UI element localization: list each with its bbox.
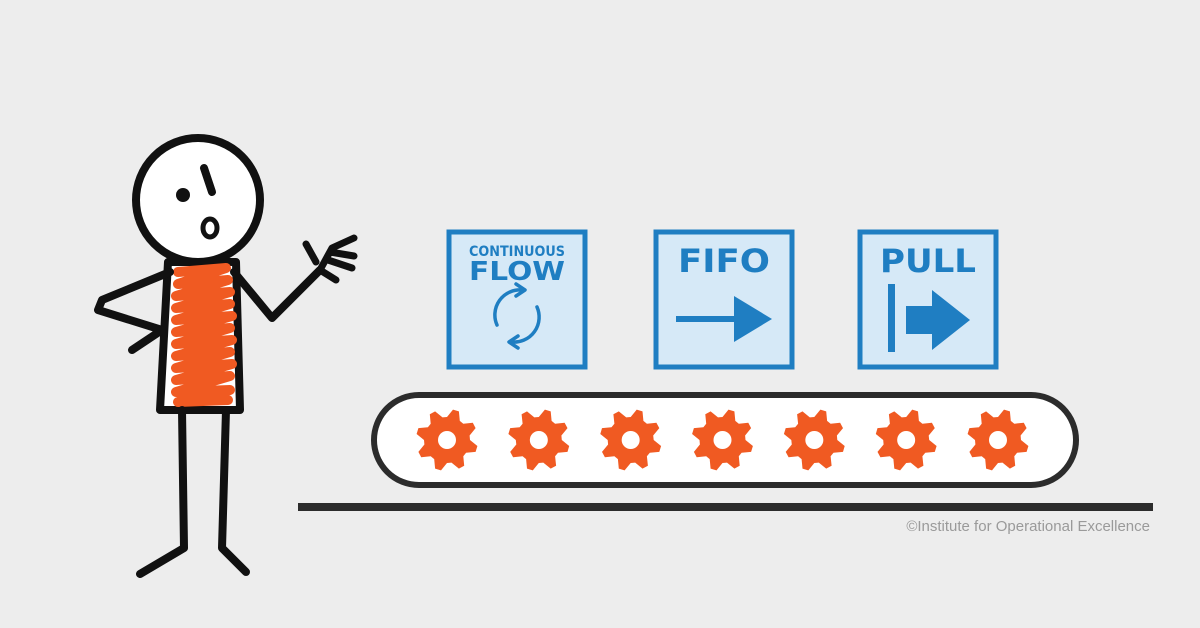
- fifo-box: FIFO: [653, 229, 795, 370]
- pull-label: PULL: [880, 242, 976, 280]
- figure-right-arm: [230, 266, 324, 322]
- figure-mouth: [200, 216, 220, 240]
- conveyor-gears: [416, 409, 1029, 471]
- figure-left-eye: [176, 188, 190, 202]
- ground-line: [298, 503, 1153, 511]
- pull-arrow-icon: [888, 284, 970, 352]
- figure-right-eye: [200, 164, 216, 196]
- figure-right-leg: [218, 406, 250, 576]
- copyright-text: ©Institute for Operational Excellence: [906, 518, 1150, 535]
- cycle-arrows-icon: [493, 282, 541, 350]
- continuous-flow-line1: CONTINUOUS: [469, 244, 565, 260]
- gear-icon: [416, 409, 478, 471]
- pull-box: PULL: [857, 229, 999, 370]
- gear-icon: [967, 409, 1029, 471]
- gear-icon: [783, 409, 845, 471]
- gear-icon: [875, 409, 937, 471]
- continuous-flow-line2: FLOW: [469, 257, 565, 287]
- figure-left-arm: [94, 268, 174, 354]
- stick-figure: [94, 134, 358, 578]
- figure-right-hand: [302, 234, 358, 284]
- continuous-flow-box: CONTINUOUS FLOW: [446, 229, 588, 370]
- right-arrow-icon: [676, 296, 772, 342]
- gear-icon: [692, 409, 753, 471]
- figure-left-leg: [136, 406, 188, 578]
- gear-icon: [508, 409, 570, 471]
- figure-scribble: [171, 263, 237, 407]
- fifo-label: FIFO: [678, 242, 770, 280]
- gear-icon: [600, 409, 662, 471]
- figure-head: [132, 134, 264, 266]
